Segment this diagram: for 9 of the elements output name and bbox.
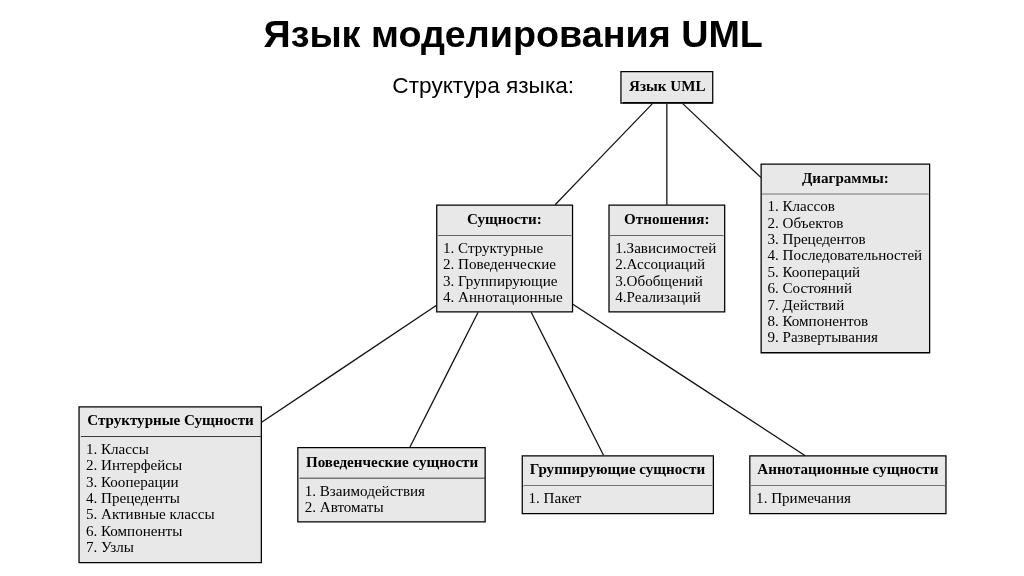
connector	[665, 103, 667, 206]
diagram-title: Язык моделирования UML	[263, 13, 763, 56]
connector	[554, 103, 653, 206]
connector	[260, 304, 437, 423]
connector	[681, 103, 762, 179]
connector	[571, 303, 806, 457]
connector	[408, 311, 479, 449]
connector	[530, 311, 604, 456]
label: Структура языка:	[391, 72, 574, 98]
